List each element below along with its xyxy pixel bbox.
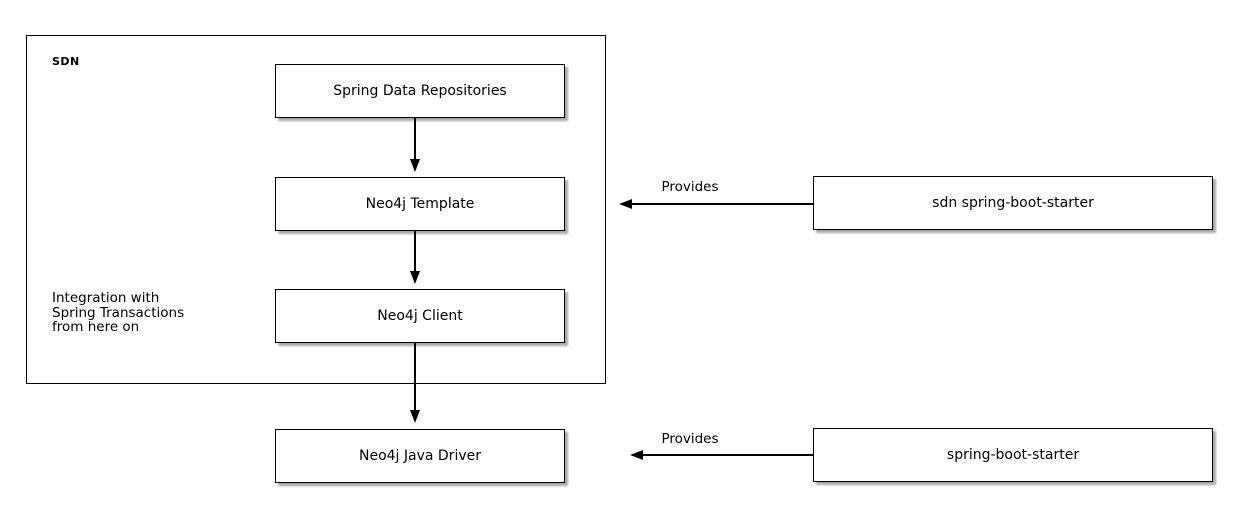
node-label: Neo4j Java Driver <box>358 448 481 464</box>
arrow-down-icon <box>410 271 420 284</box>
node-label: Spring Data Repositories <box>333 83 507 99</box>
integration-note-text: Integration with Spring Transactions fro… <box>52 290 185 335</box>
node-sdn-spring-boot-starter: sdn spring-boot-starter <box>813 176 1213 230</box>
node-neo4j-client: Neo4j Client <box>275 289 565 343</box>
node-label: Neo4j Template <box>365 196 475 212</box>
arrow-client-to-driver-line <box>414 343 416 412</box>
node-spring-data-repositories: Spring Data Repositories <box>275 64 565 118</box>
arrow-down-icon <box>410 159 420 172</box>
arrow-sdn-starter-provides-line <box>630 203 813 205</box>
sdn-cluster-box <box>26 35 606 384</box>
node-spring-boot-starter: spring-boot-starter <box>813 428 1213 482</box>
node-neo4j-java-driver: Neo4j Java Driver <box>275 429 565 483</box>
provides-label-top: Provides <box>661 179 719 195</box>
provides-label-bottom: Provides <box>661 431 719 447</box>
arrow-down-icon <box>410 410 420 423</box>
node-label: sdn spring-boot-starter <box>932 195 1094 211</box>
arrow-left-icon <box>630 450 643 460</box>
node-label: spring-boot-starter <box>946 447 1080 463</box>
arrow-template-to-client-line <box>414 231 416 273</box>
sdn-cluster-label: SDN <box>52 55 80 68</box>
node-label: Neo4j Client <box>377 308 463 324</box>
arrow-left-icon <box>619 199 632 209</box>
arrow-boot-starter-provides-line <box>641 454 813 456</box>
node-neo4j-template: Neo4j Template <box>275 177 565 231</box>
arrow-repositories-to-template-line <box>414 118 416 160</box>
